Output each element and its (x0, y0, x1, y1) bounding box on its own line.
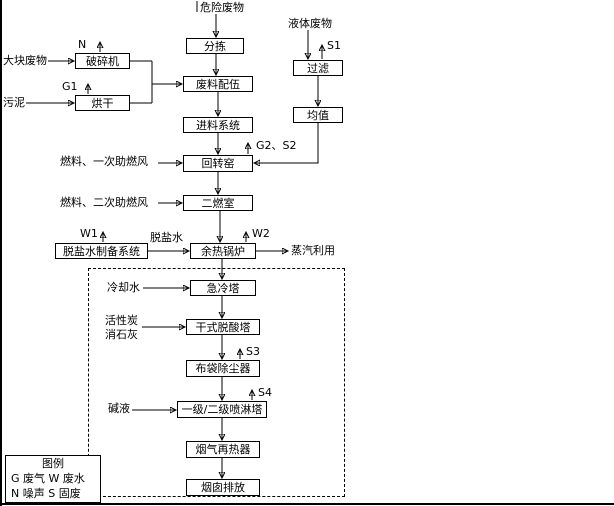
label-fuel-secondary-air: 燃料、二次助燃风 (60, 196, 148, 209)
label-emission-s3: S3 (246, 345, 260, 358)
node-rotary-kiln: 回转窑 (183, 155, 253, 172)
scan-border-bottom (0, 503, 614, 505)
label-bulk-waste: 大块废物 (3, 54, 47, 67)
node-filter: 过滤 (293, 60, 343, 76)
node-spray-tower: 一级/二级喷淋塔 (177, 401, 267, 418)
label-slaked-lime: 消石灰 (105, 328, 138, 341)
label-emission-s1: S1 (327, 39, 341, 52)
legend-title: 图例 (42, 457, 64, 470)
label-emission-g2-s2: G2、S2 (256, 139, 297, 152)
label-fuel-primary-air: 燃料、一次助燃风 (60, 155, 148, 168)
label-activated-carbon: 活性炭 (105, 314, 138, 327)
legend-line-1: G 废气 W 废水 (11, 472, 85, 485)
label-sludge: 污泥 (3, 96, 25, 109)
node-bag-filter: 布袋除尘器 (186, 360, 260, 377)
label-emission-w2: W2 (252, 227, 270, 240)
node-desalted-water-system: 脱盐水制备系统 (55, 243, 148, 259)
node-flue-gas-reheater: 烟气再热器 (186, 441, 260, 458)
node-blending: 废料配伍 (183, 76, 253, 92)
label-steam-use: 蒸汽利用 (291, 244, 335, 257)
node-quench-tower: 急冷塔 (190, 280, 256, 296)
node-crusher: 破碎机 (75, 53, 130, 69)
node-equalizer: 均值 (293, 107, 343, 123)
flue-gas-treatment-boundary (88, 268, 345, 497)
label-cooling-water: 冷却水 (107, 281, 140, 294)
node-waste-heat-boiler: 余热锅炉 (190, 243, 256, 259)
label-emission-w1: W1 (80, 227, 98, 240)
node-sorting: 分拣 (186, 38, 244, 54)
legend-line-2: N 噪声 S 固废 (11, 487, 81, 500)
node-dryer: 烘干 (75, 95, 130, 111)
node-dry-deacid-tower: 干式脱酸塔 (186, 319, 260, 335)
label-desalted-water: 脱盐水 (150, 231, 183, 244)
label-emission-s4: S4 (258, 386, 272, 399)
label-hazardous-waste: 危险废物 (200, 1, 244, 14)
legend: 图例 G 废气 W 废水 N 噪声 S 固废 (5, 455, 101, 503)
node-stack-discharge: 烟囱排放 (186, 479, 260, 496)
label-alkali-liquor: 碱液 (108, 402, 130, 415)
scan-border-left (0, 0, 2, 506)
node-secondary-chamber: 二燃室 (183, 195, 253, 211)
label-liquid-waste: 液体废物 (288, 17, 332, 30)
label-emission-g1: G1 (62, 80, 78, 93)
label-emission-n: N (78, 38, 87, 51)
node-feeding-system: 进料系统 (183, 117, 253, 133)
